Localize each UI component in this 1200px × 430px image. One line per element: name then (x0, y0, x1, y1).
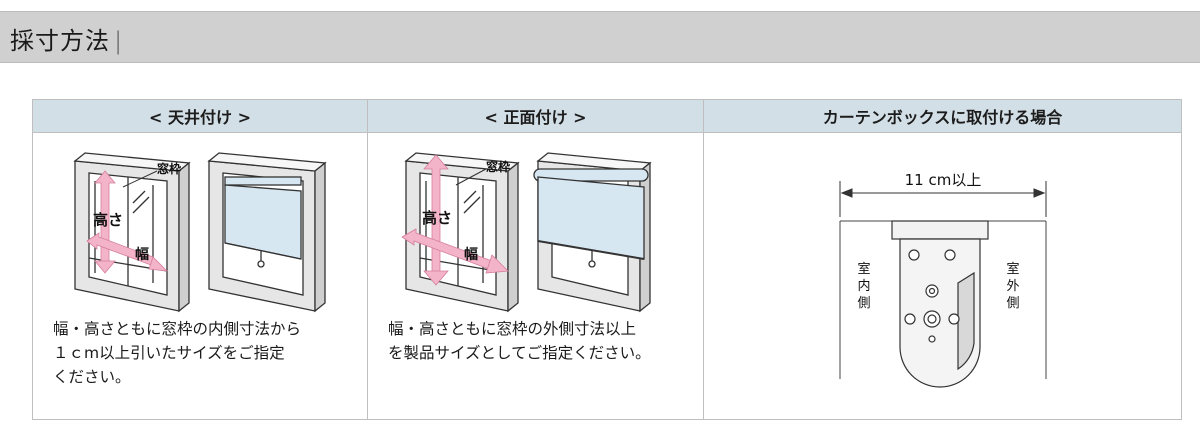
curtain-box-heading: カーテンボックスに取付ける場合 (704, 100, 1181, 133)
section-title-text: 採寸方法 (10, 27, 110, 55)
section-title: 採寸方法| (10, 21, 123, 56)
section-header: 採寸方法| (0, 11, 1200, 63)
dimension-line (839, 181, 1047, 217)
width-arrow (86, 232, 169, 272)
height-arrow (423, 154, 449, 286)
front-mount-column: < 正面付け > (368, 100, 704, 419)
curtain-box-body: 11 cm以上 (704, 133, 1181, 419)
height-label: 高さ (422, 209, 452, 227)
height-arrow (94, 170, 116, 274)
dimension-label: 11 cm以上 (905, 171, 982, 189)
curtain-box-column: カーテンボックスに取付ける場合 11 cm以上 (704, 100, 1181, 419)
installed-blind-window (207, 152, 327, 313)
indoor-label-char: 側 (857, 296, 870, 311)
outdoor-label-char: 外 (1006, 279, 1019, 294)
curtain-box-illustration: 11 cm以上 (839, 171, 1047, 388)
frame-leader-line (122, 170, 158, 188)
indoor-label-char: 室 (857, 261, 870, 277)
ceiling-mount-heading: < 天井付け > (33, 100, 367, 133)
frame-label: 窓枠 (486, 159, 510, 174)
frame-leader-line (455, 168, 487, 186)
ceiling-mount-description: 幅・高さともに窓枠の内側寸法から １ｃm以上引いたサイズをご指定 ください。 (53, 317, 353, 389)
frame-label: 窓枠 (157, 161, 181, 176)
outdoor-label-char: 室 (1006, 261, 1019, 277)
indoor-label-char: 内 (857, 278, 870, 294)
description-line: 幅・高さともに窓枠の内側寸法から (53, 320, 302, 338)
window-frame-inside (73, 152, 191, 313)
width-label: 幅 (464, 246, 478, 263)
ceiling-mount-column: < 天井付け > (33, 100, 368, 419)
front-mount-heading: < 正面付け > (368, 100, 703, 133)
ceiling-mount-body: 窓枠 高さ 幅 幅・高さともに窓枠の内側寸法から １ｃm (33, 133, 367, 419)
installed-blind-window (533, 152, 652, 313)
description-line: ください。 (53, 368, 131, 386)
window-frame-outside (404, 152, 520, 313)
mounting-bracket (891, 220, 989, 388)
description-line: 幅・高さともに窓枠の外側寸法以上 (388, 320, 637, 338)
outdoor-label: 室 外 側 (1006, 261, 1019, 311)
width-label: 幅 (135, 246, 149, 263)
width-arrow (401, 228, 509, 274)
ceiling-mount-illustration: 窓枠 高さ 幅 (73, 152, 327, 313)
outdoor-label-char: 側 (1006, 296, 1019, 311)
indoor-label: 室 内 側 (857, 261, 870, 311)
measurement-table: < 天井付け > (32, 99, 1182, 420)
description-line: １ｃm以上引いたサイズをご指定 (53, 344, 285, 362)
front-mount-description: 幅・高さともに窓枠の外側寸法以上 を製品サイズとしてご指定ください。 (388, 317, 693, 365)
height-label: 高さ (93, 211, 123, 229)
front-mount-body: 窓枠 高さ 幅 幅・高さともに窓枠の外側寸法以上 を製品サイズとしてご指定 (368, 133, 703, 419)
title-separator: | (114, 27, 124, 55)
front-mount-illustration: 窓枠 高さ 幅 (401, 152, 652, 313)
description-line: を製品サイズとしてご指定ください。 (388, 344, 651, 362)
